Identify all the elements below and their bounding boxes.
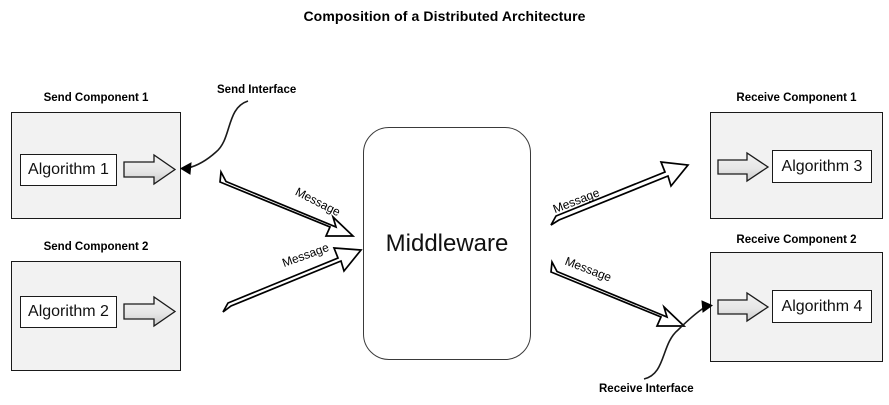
receive-interface-connector bbox=[643, 306, 706, 380]
send-interface-label: Send Interface bbox=[217, 84, 297, 96]
send-2-inner-arrow bbox=[123, 295, 177, 328]
receive-2-inner-arrow bbox=[717, 291, 770, 323]
algorithm-4-box[interactable]: Algorithm 4 bbox=[772, 290, 872, 323]
send-interface-arrowhead bbox=[180, 162, 192, 175]
receive-1-inner-arrow bbox=[717, 151, 770, 183]
receive-component-2-label: Receive Component 2 bbox=[736, 234, 857, 246]
algorithm-3-box[interactable]: Algorithm 3 bbox=[772, 150, 872, 183]
algorithm-1-box[interactable]: Algorithm 1 bbox=[20, 154, 117, 186]
send-component-1-label: Send Component 1 bbox=[43, 92, 149, 104]
send-interface-connector bbox=[187, 100, 249, 169]
message-arrow-2 bbox=[222, 247, 363, 313]
receive-component-1-label: Receive Component 1 bbox=[736, 92, 857, 104]
send-component-2-label: Send Component 2 bbox=[43, 241, 149, 253]
page-title: Composition of a Distributed Architectur… bbox=[303, 8, 586, 24]
message-arrow-4 bbox=[550, 259, 687, 327]
message-arrow-1 bbox=[219, 169, 356, 237]
send-1-inner-arrow bbox=[123, 153, 177, 186]
message-arrow-3 bbox=[550, 160, 690, 226]
receive-interface-label: Receive Interface bbox=[599, 383, 694, 395]
middleware-box[interactable]: Middleware bbox=[363, 127, 531, 360]
algorithm-2-box[interactable]: Algorithm 2 bbox=[20, 296, 117, 328]
receive-interface-arrowhead bbox=[701, 300, 713, 313]
